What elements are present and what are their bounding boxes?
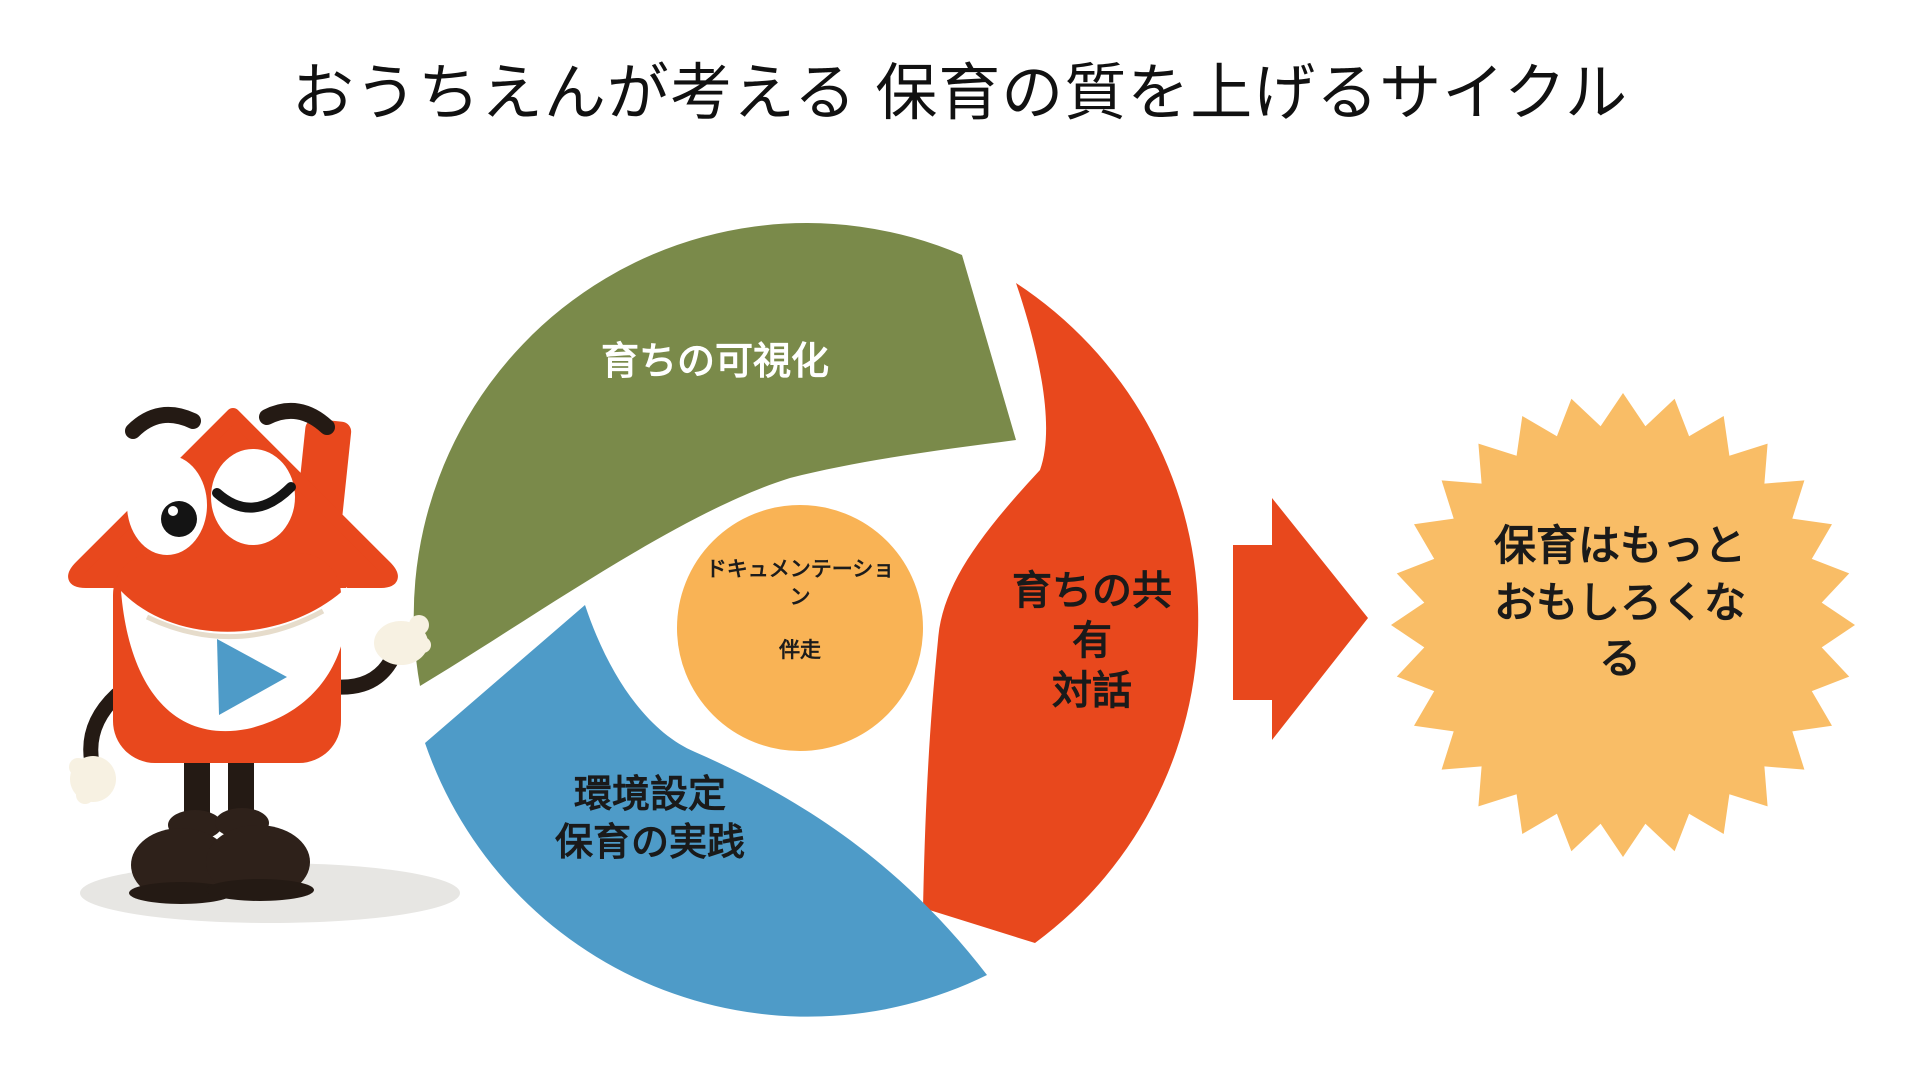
segment-growth-sharing [923, 283, 1199, 943]
mascot-left-eye [127, 455, 207, 555]
practice-line1: 環境設定 [573, 774, 726, 816]
mascot-right-eyebrow [259, 403, 335, 435]
result-starburst [1391, 393, 1855, 857]
center-line1: ドキュメンテーション [705, 558, 895, 609]
wink-eye-line [212, 482, 296, 513]
teeth-line [145, 608, 325, 639]
glove-finger [415, 637, 431, 653]
label-center-circle: ドキュメンテーション 伴走 [702, 556, 898, 665]
mascot-character [68, 403, 460, 923]
label-result: 保育はもっとおもしろくなる [1493, 522, 1746, 683]
left-eye-glint [168, 506, 178, 516]
mascot-left-eyebrow [125, 407, 201, 439]
left-eye-pupil [161, 501, 197, 537]
segment-growth-visualization [413, 223, 1016, 686]
mascot-right-eye [211, 449, 295, 545]
glove-finger [69, 758, 87, 776]
label-environment-practice: 環境設定 保育の実践 [535, 772, 765, 867]
glove-finger [409, 615, 429, 635]
practice-line2: 保育の実践 [554, 821, 745, 864]
glove-finger [76, 786, 94, 804]
label-growth-sharing: 育ちの共有 対話 [1008, 566, 1176, 716]
play-button-icon [217, 639, 287, 715]
center-circle [663, 491, 937, 765]
segment-environment-practice [425, 605, 987, 1017]
page-title: おうちえんが考える 保育の質を上げるサイクル [291, 59, 1629, 128]
right-arrow [1233, 498, 1368, 740]
sharing-line1: 育ちの共有 [1012, 569, 1172, 663]
label-growth-visualization: 育ちの可視化 [600, 341, 829, 383]
mascot-left-arm [83, 687, 125, 771]
sharing-line2: 対話 [1052, 669, 1132, 713]
boot-sole [129, 882, 233, 904]
center-line2: 伴走 [779, 639, 821, 663]
boot-sole [206, 879, 314, 901]
mascot-right-arm [329, 649, 401, 695]
